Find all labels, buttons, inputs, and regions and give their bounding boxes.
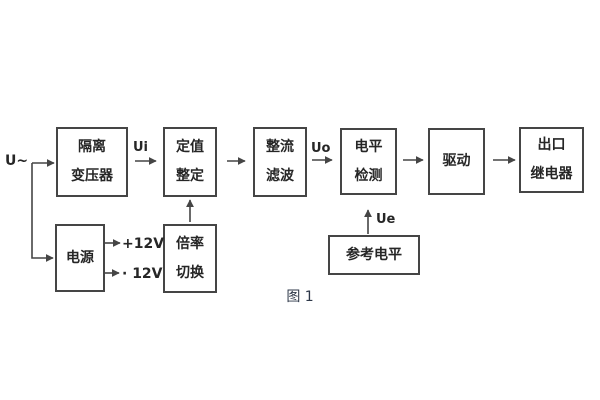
connector-input-to-power (31, 163, 54, 262)
block-reference-level: 参考电平 (328, 235, 420, 275)
signal-label-ui: Ui (133, 140, 149, 155)
block-level-detect: 电平 检测 (340, 128, 397, 195)
block-drive: 驱动 (428, 128, 485, 195)
block-label: 出口 (537, 137, 566, 153)
block-output-relay: 出口 继电器 (519, 127, 584, 193)
signal-label-ue: Ue (376, 212, 396, 227)
block-label: 滤波 (266, 168, 294, 184)
signal-label-minus12v: · 12V (122, 266, 163, 282)
block-label: 变压器 (71, 168, 113, 184)
block-label: 继电器 (530, 166, 573, 182)
block-isolation-transformer: 隔离 变压器 (56, 127, 128, 197)
block-label: 倍率 (176, 235, 204, 252)
block-label: 定值 (176, 139, 204, 155)
signal-label-input-u: U~ (5, 153, 29, 169)
signal-label-uo: Uo (311, 141, 331, 156)
block-label: 驱动 (442, 153, 471, 169)
block-label: 电源 (66, 249, 94, 266)
block-label: 整流 (266, 139, 294, 155)
block-label: 切换 (176, 264, 204, 281)
block-label: 检测 (354, 167, 383, 184)
block-label: 隔离 (78, 139, 106, 155)
block-setting-adjust: 定值 整定 (163, 127, 217, 197)
signal-label-plus12v: +12V (122, 236, 165, 252)
figure-caption: 图 1 (286, 289, 314, 305)
block-rectifier-filter: 整流 滤波 (253, 127, 307, 197)
block-ratio-switch: 倍率 切换 (163, 224, 217, 293)
block-label: 整定 (176, 168, 204, 184)
block-label: 电平 (354, 138, 383, 155)
block-power-supply: 电源 (55, 224, 105, 292)
block-label: 参考电平 (346, 246, 402, 263)
